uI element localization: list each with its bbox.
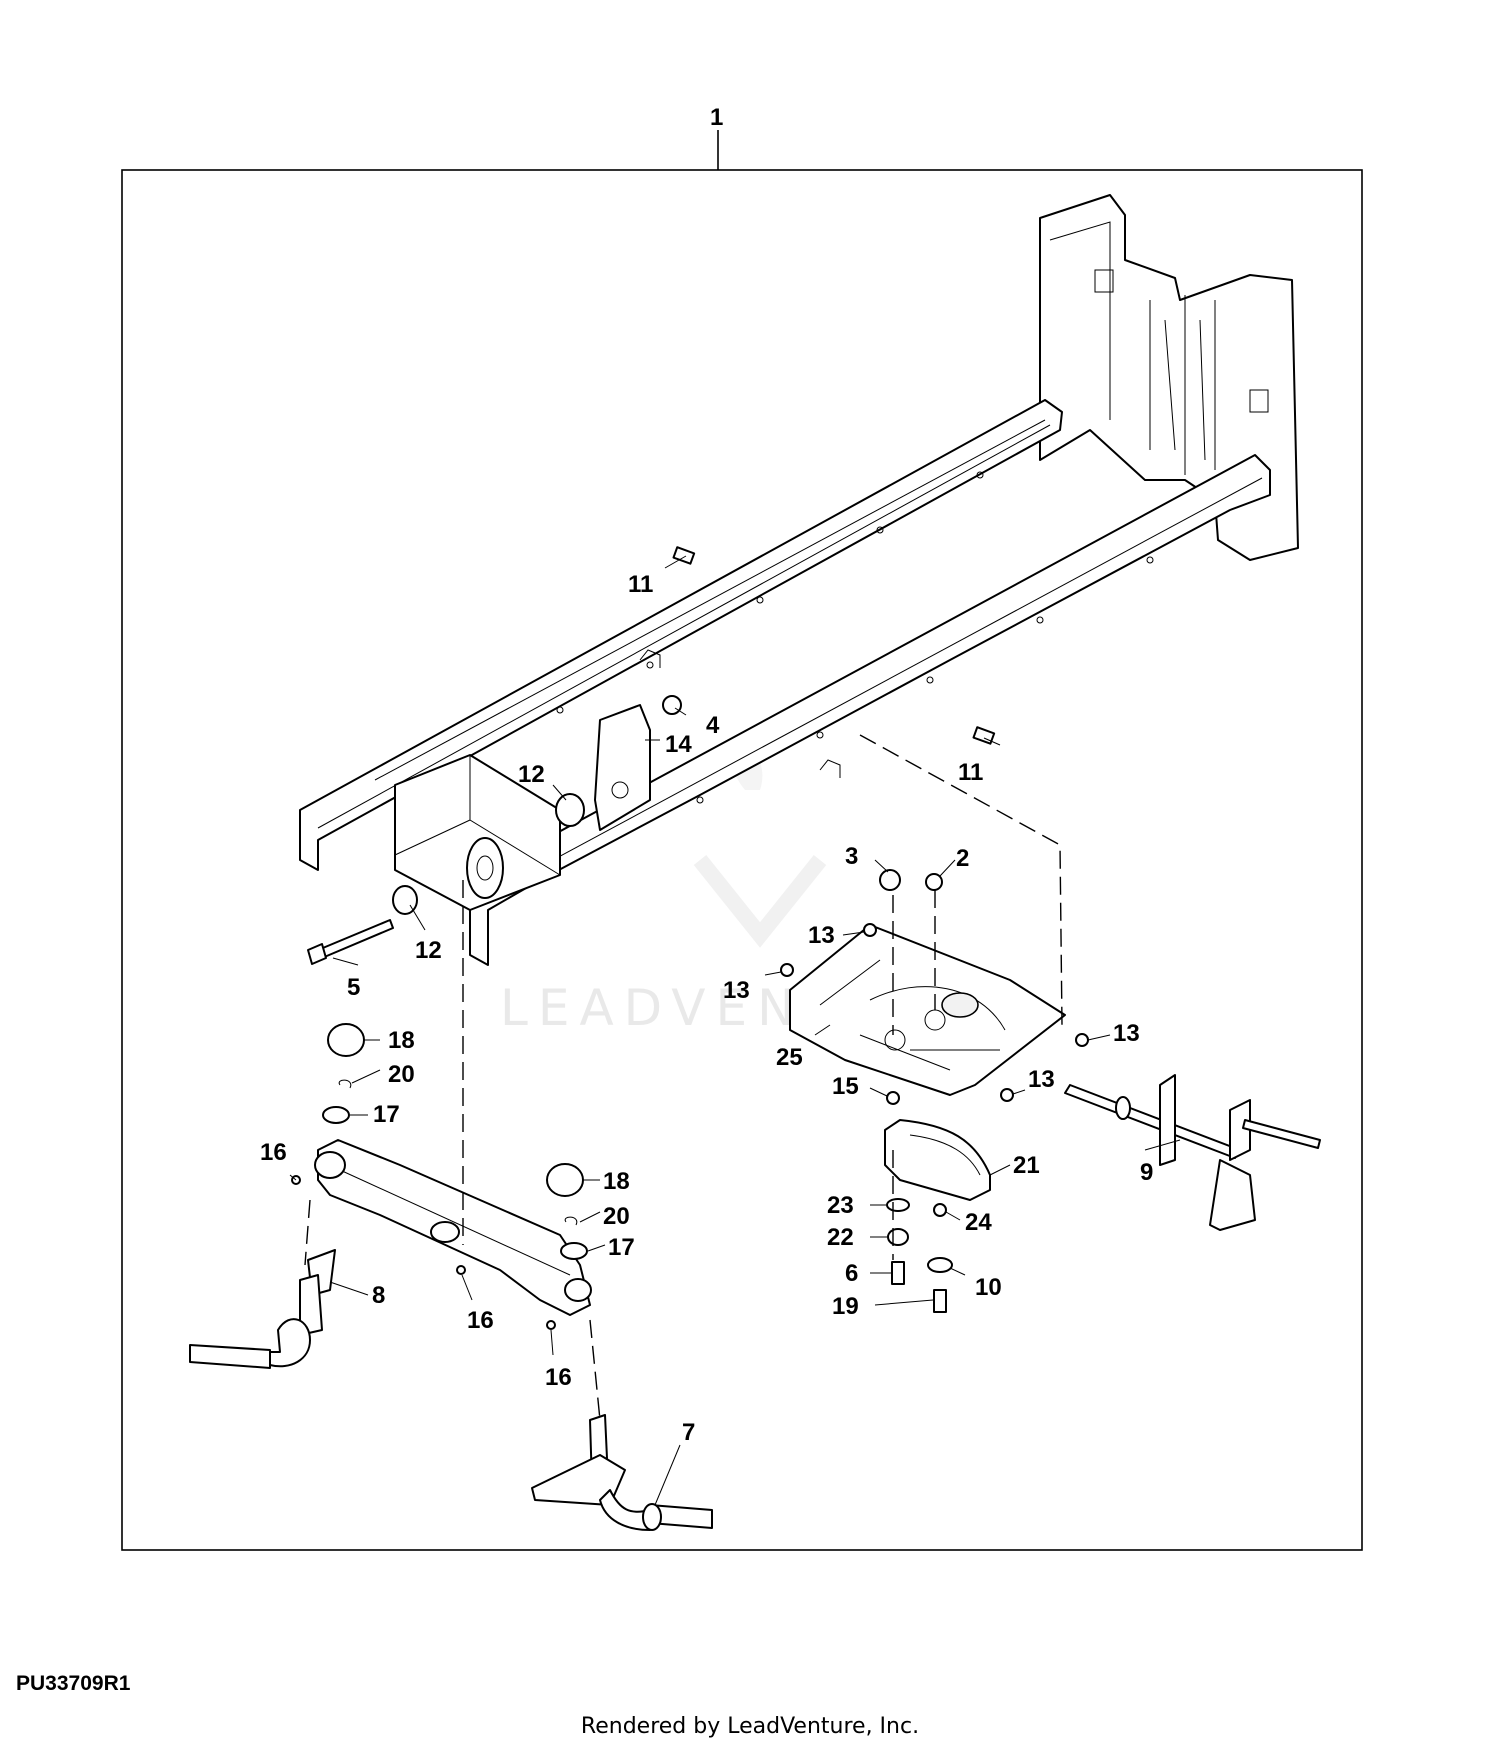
- callout-16-a: 16: [260, 1139, 287, 1166]
- bolt-6: [891, 1261, 905, 1285]
- diagram-frame: [121, 169, 1363, 1551]
- nut-2: [925, 873, 943, 891]
- bolt-13-b: [780, 963, 794, 977]
- callout-18-left: 18: [388, 1027, 415, 1054]
- bushing-12-upper: [555, 793, 585, 827]
- bolt-13-a: [863, 923, 877, 937]
- main-frame: [299, 194, 1299, 966]
- callout-20-right: 20: [603, 1203, 630, 1230]
- bolt-13-d: [1000, 1088, 1014, 1102]
- callout-15: 15: [832, 1073, 859, 1100]
- callout-23: 23: [827, 1192, 854, 1219]
- callout-6: 6: [845, 1260, 858, 1287]
- figure-reference: PU33709R1: [16, 1672, 131, 1695]
- fitting-16-b: [456, 1265, 466, 1275]
- callout-11-lower: 11: [958, 759, 983, 786]
- callout-7: 7: [682, 1419, 695, 1446]
- callout-19: 19: [832, 1293, 859, 1320]
- sector-gear: [884, 1119, 991, 1201]
- callout-20-left: 20: [388, 1061, 415, 1088]
- bolt-19: [933, 1289, 947, 1313]
- callout-21: 21: [1013, 1152, 1040, 1179]
- pin-24: [933, 1203, 947, 1217]
- spindle-right: [531, 1414, 713, 1531]
- callout-13-c: 13: [1113, 1020, 1140, 1047]
- callout-1: 1: [710, 104, 723, 131]
- callout-16-b: 16: [467, 1307, 494, 1334]
- callout-3: 3: [845, 843, 858, 870]
- nut-4: [662, 695, 682, 715]
- bushing-22: [887, 1228, 909, 1246]
- callout-13-b: 13: [723, 977, 750, 1004]
- clip-20-left: [338, 1079, 352, 1089]
- callout-2: 2: [956, 845, 969, 872]
- clip-20-right: [564, 1216, 578, 1226]
- render-credit: Rendered by LeadVenture, Inc.: [580, 1714, 920, 1739]
- callout-24: 24: [965, 1209, 992, 1236]
- callout-13-a: 13: [808, 922, 835, 949]
- callout-25: 25: [776, 1044, 803, 1071]
- mount-bracket: [594, 704, 651, 831]
- washer-17-left: [322, 1106, 350, 1124]
- steering-plate: [789, 924, 1066, 1096]
- callout-5: 5: [347, 974, 360, 1001]
- callout-12-lower: 12: [415, 937, 442, 964]
- bumper-18-left: [327, 1023, 365, 1057]
- callout-16-c: 16: [545, 1364, 572, 1391]
- callout-13-d: 13: [1028, 1066, 1055, 1093]
- bolt-11-right: [972, 726, 996, 745]
- callout-8: 8: [372, 1282, 385, 1309]
- callout-12-upper: 12: [518, 761, 545, 788]
- callout-17-left: 17: [373, 1101, 400, 1128]
- washer-10: [927, 1257, 953, 1273]
- callout-9: 9: [1140, 1159, 1153, 1186]
- nut-3: [879, 869, 901, 891]
- fitting-16-c: [546, 1320, 556, 1330]
- callout-22: 22: [827, 1224, 854, 1251]
- callout-10: 10: [975, 1274, 1002, 1301]
- bolt-13-c: [1075, 1033, 1089, 1047]
- bolt-5: [317, 919, 394, 959]
- washer-23: [886, 1198, 910, 1212]
- callout-4: 4: [706, 712, 720, 739]
- bolt-11-left: [672, 546, 696, 565]
- bumper-18-right: [546, 1163, 584, 1197]
- spindle-left: [189, 1249, 336, 1369]
- steering-shaft: [1064, 1074, 1321, 1231]
- callout-17-right: 17: [608, 1234, 635, 1261]
- front-axle: [314, 1139, 592, 1316]
- callout-14: 14: [665, 731, 692, 758]
- leader-lines: [289, 555, 1181, 1506]
- callout-labels: 2 3 4 5 6 7 8 9 10 11 11 12 12 13 13 13 …: [260, 571, 1153, 1446]
- callout-11-upper: 11: [628, 571, 653, 598]
- washer-17-right: [560, 1242, 588, 1260]
- center-lines: [304, 734, 1063, 1421]
- callout-18-right: 18: [603, 1168, 630, 1195]
